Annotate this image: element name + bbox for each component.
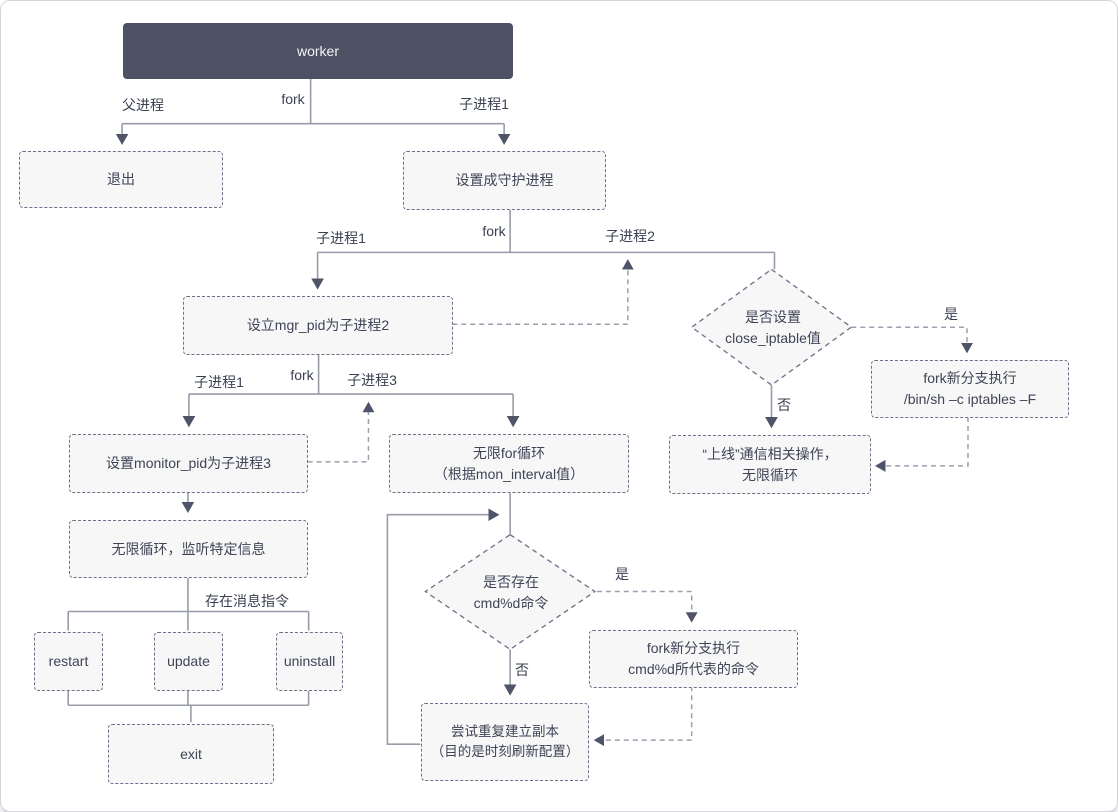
node-restart: restart	[34, 632, 103, 691]
node-fork-cmd: fork新分支执行 cmd%d所代表的命令	[589, 630, 798, 688]
dashed-edges	[307, 259, 973, 747]
node-exit-parent: 退出	[19, 151, 223, 208]
node-listen-loop: 无限循环，监听特定信息	[69, 520, 308, 578]
edge-label-child3: 子进程3	[347, 372, 397, 388]
edge-mgrpid-to-child2-ref	[452, 259, 634, 325]
edge-label-child1-a: 子进程1	[459, 96, 509, 112]
edge-label-child1-c: 子进程1	[194, 374, 244, 390]
edge-label-message-cmd: 存在消息指令	[205, 593, 289, 609]
node-set-mgr-pid: 设立mgr_pid为子进程2	[183, 296, 453, 355]
solid-edges	[67, 78, 778, 745]
edge-label-child2: 子进程2	[605, 228, 655, 244]
edge-yes-to-fork-iptables	[851, 326, 973, 354]
edge-label-yes-cmd: 是	[615, 566, 629, 582]
decision-close-iptable-shape	[690, 268, 853, 386]
edge-fork-iptables-to-online	[875, 416, 969, 472]
edge-label-no-iptable: 否	[777, 397, 791, 413]
edge-label-fork-2: fork	[482, 223, 506, 239]
edge-label-fork-3: fork	[290, 367, 314, 383]
edge-rebuild-loopback	[386, 508, 500, 745]
node-set-daemon: 设置成守护进程	[403, 151, 606, 210]
edge-monitorpid-to-child3-ref	[307, 401, 375, 463]
node-update: update	[154, 632, 223, 691]
node-set-monitor-pid: 设置monitor_pid为子进程3	[69, 434, 308, 493]
node-worker: worker	[123, 23, 513, 79]
node-rebuild-copy: 尝试重复建立副本 （目的是时刻刷新配置）	[421, 703, 589, 781]
node-uninstall: uninstall	[276, 632, 343, 691]
decision-close-iptable-label: 是否设置 close_iptable值	[725, 309, 821, 346]
edge-label-child1-b: 子进程1	[316, 230, 366, 246]
decision-cmd-shape	[424, 533, 597, 651]
edge-yes-to-fork-cmd	[587, 590, 698, 623]
edge-label-fork-1: fork	[281, 91, 305, 107]
node-infinite-for: 无限for循环 （根据mon_interval值）	[389, 434, 629, 493]
edge-fork-cmd-to-rebuild	[593, 686, 693, 747]
decision-cmd-label: 是否存在 cmd%d命令	[473, 574, 549, 611]
node-exit-child: exit	[108, 724, 274, 784]
edge-label-parent-process: 父进程	[122, 97, 164, 113]
node-fork-iptables: fork新分支执行 /bin/sh –c iptables –F	[871, 360, 1069, 418]
edge-label-yes-iptable: 是	[944, 306, 958, 322]
edge-label-no-cmd: 否	[515, 662, 529, 678]
node-online-comm: “上线”通信相关操作， 无限循环	[669, 435, 871, 494]
